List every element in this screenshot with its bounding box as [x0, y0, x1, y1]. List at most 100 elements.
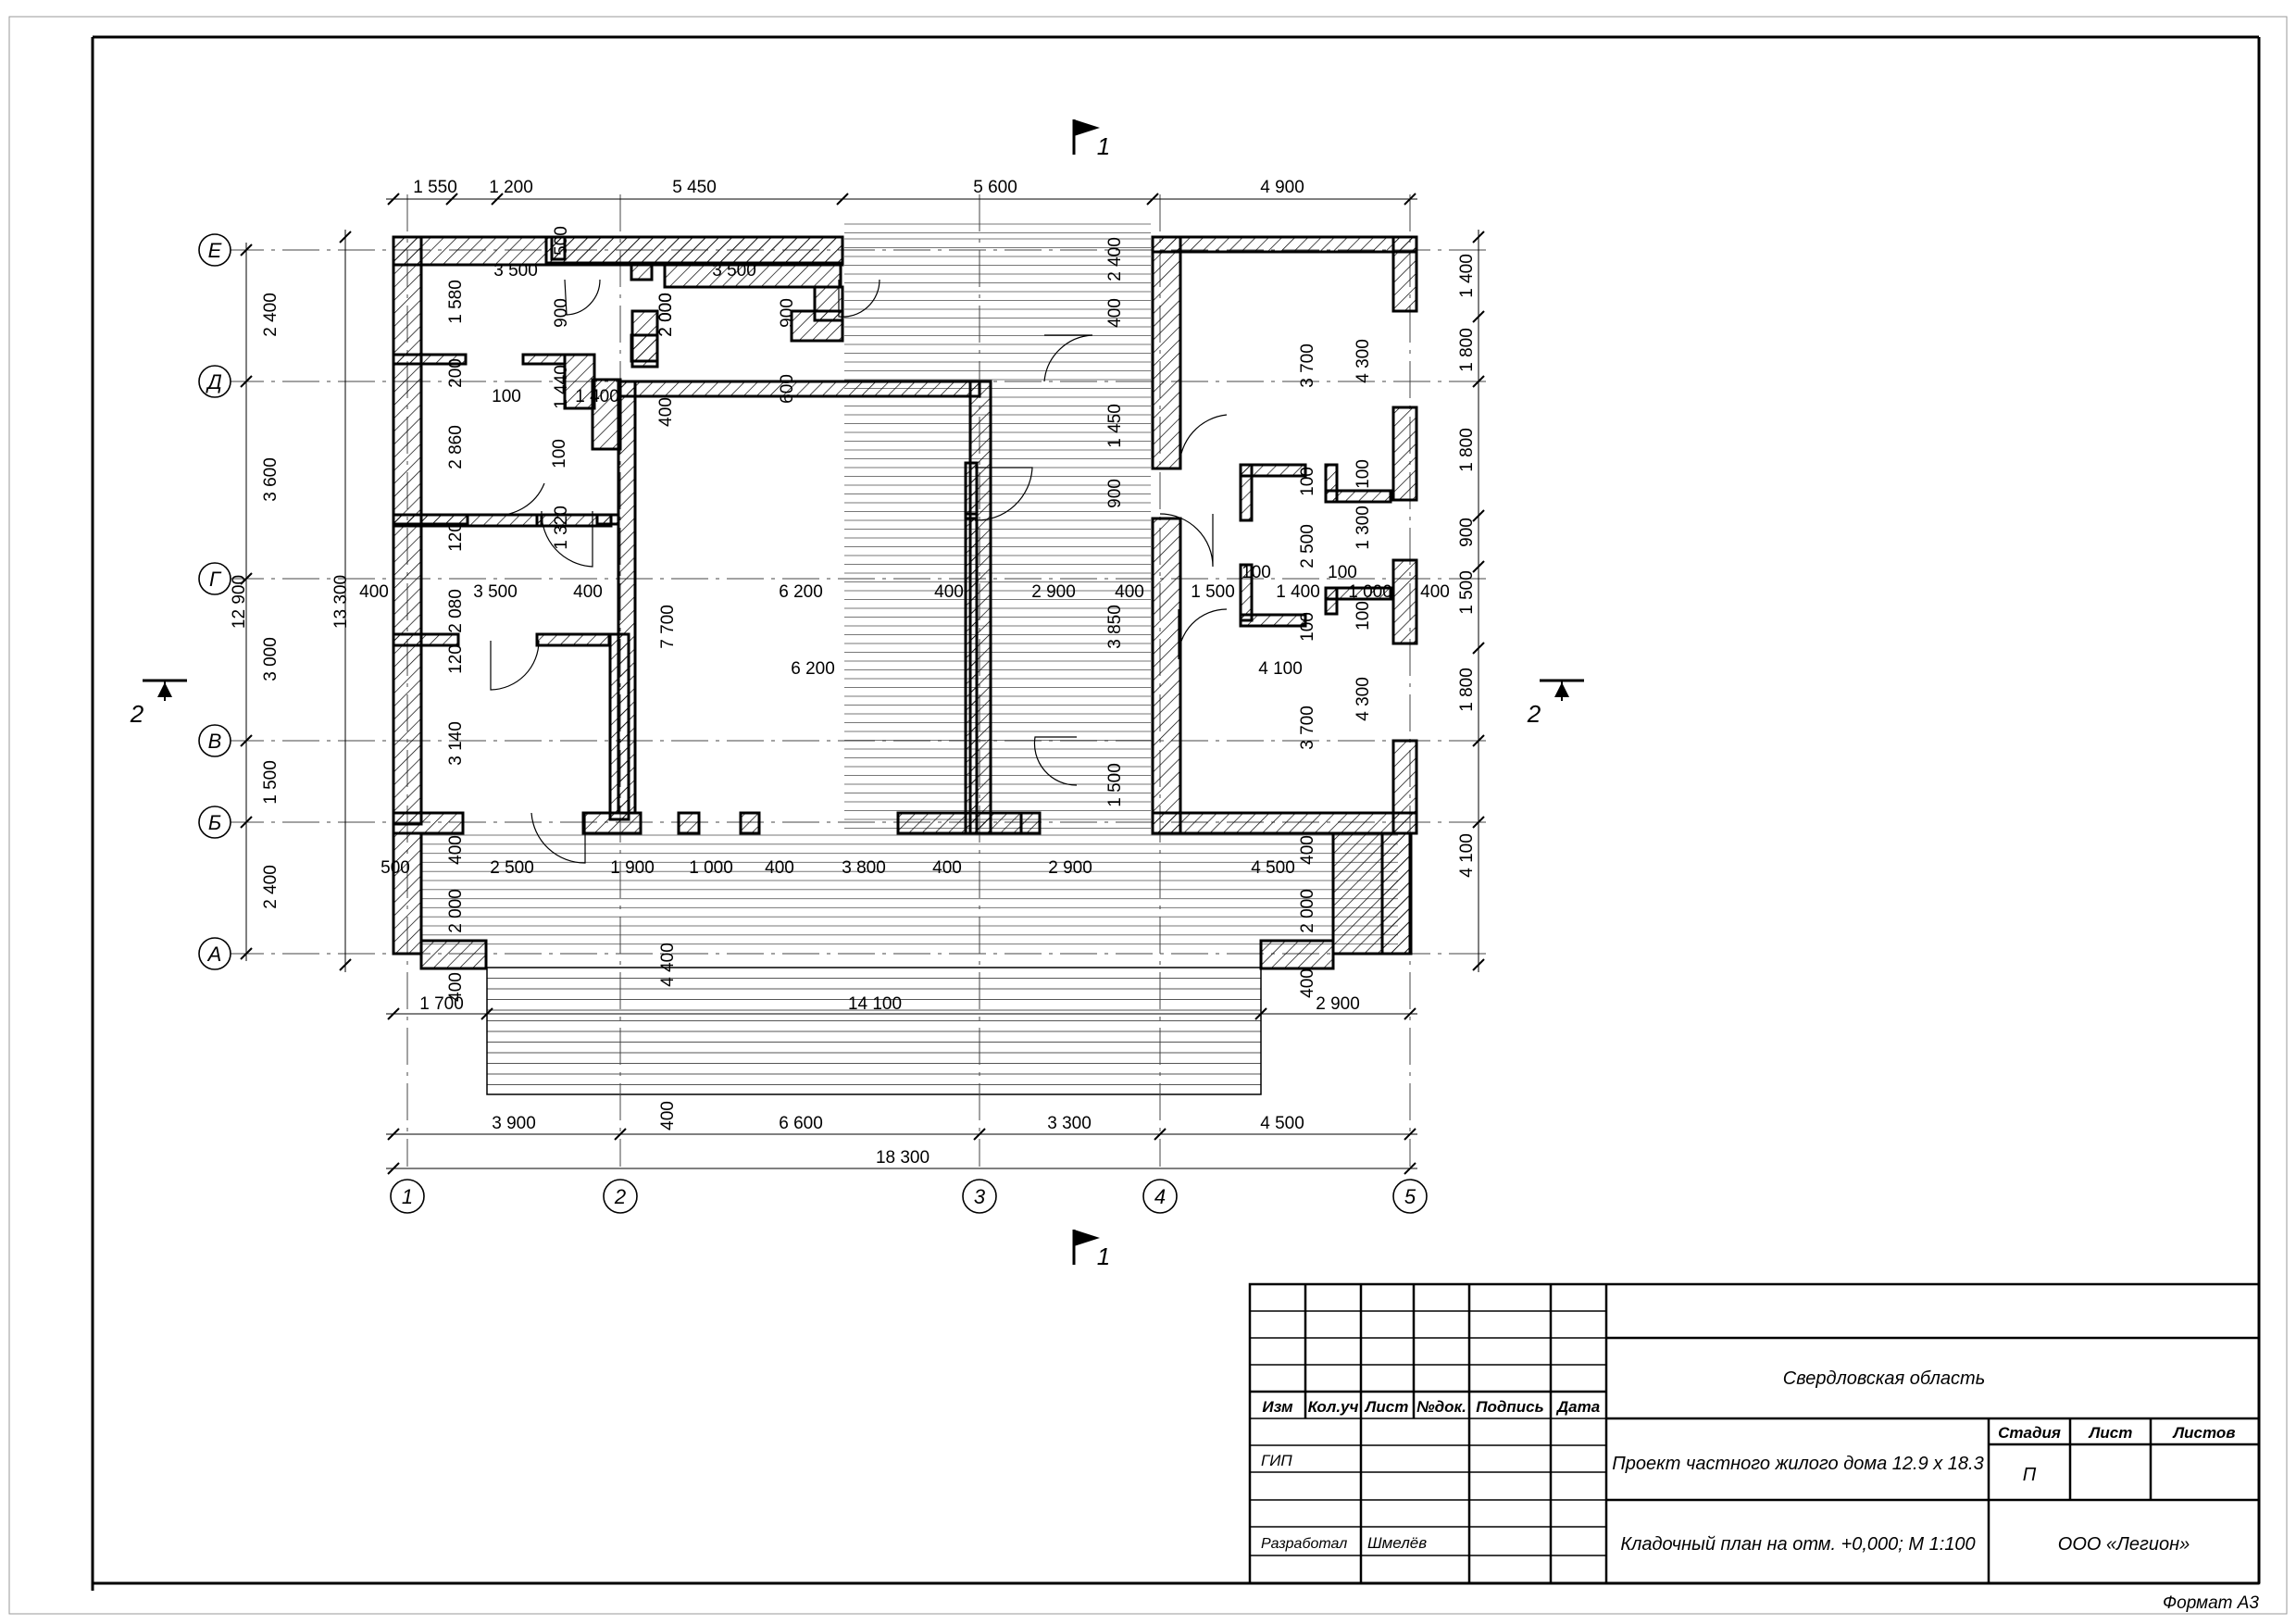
- right-dimension: 1 800: [1457, 428, 1477, 472]
- sheets-label: Листов: [2171, 1424, 2235, 1442]
- right-dimension: 4 100: [1457, 833, 1477, 878]
- inner-dimension: 4 400: [658, 943, 678, 987]
- top-terrace-boards: [844, 223, 1151, 829]
- inner-dimension: 4 300: [1354, 339, 1373, 383]
- inner-dimension: 3 500: [493, 261, 538, 281]
- steps-boards: [486, 967, 1262, 1095]
- grid-row-bubble: [198, 724, 231, 757]
- left-dimension: 3 000: [261, 637, 281, 681]
- dim-tick: [614, 1128, 627, 1141]
- inner-dimension: 2 000: [1298, 889, 1317, 933]
- row-g-dimension: 400: [573, 582, 603, 602]
- company-text: ООО «Легион»: [2058, 1534, 2190, 1555]
- grid-row-bubble: [198, 562, 231, 595]
- inner-dimension: 400: [1298, 835, 1317, 865]
- wall-segment: [535, 632, 611, 647]
- left-total-dimension: 12 900: [230, 575, 249, 629]
- row-g-dimension: 1 000: [1348, 582, 1392, 602]
- dim-tick: [1146, 193, 1159, 206]
- bottom-dimension: 3 900: [492, 1114, 536, 1133]
- wall-segment: [617, 380, 981, 398]
- inner-dimension: 7 700: [658, 605, 678, 649]
- dim-tick: [1472, 734, 1485, 747]
- section-label: 1: [1097, 1243, 1110, 1270]
- inner-dimension: 2 860: [446, 425, 466, 469]
- door-swing: [564, 279, 601, 316]
- inner-dimension: 100: [1354, 459, 1373, 489]
- section-arrow: [1074, 1230, 1100, 1246]
- row-b-dimension: 400: [765, 858, 794, 878]
- inner-dimension: 100: [550, 439, 569, 468]
- inner-dimension: 900: [778, 298, 797, 328]
- inner-dimension: 100: [1298, 467, 1317, 496]
- top-dimension: 1 550: [413, 178, 457, 197]
- region-text: Свердловская область: [1783, 1368, 1985, 1389]
- wall-segment: [1259, 939, 1335, 970]
- wall-segment: [550, 235, 567, 261]
- left-overall-dimension: 13 300: [331, 575, 351, 629]
- inner-dimension: 500: [552, 226, 571, 256]
- stage-label: Стадия: [1998, 1424, 2061, 1442]
- author-name: Шмелёв: [1367, 1534, 1427, 1552]
- bottom-total-dimension: 18 300: [876, 1148, 930, 1168]
- inner-dimension: 3 850: [1105, 605, 1125, 649]
- wall-segment: [1151, 517, 1182, 835]
- inner-dimension: 1 400: [575, 387, 619, 406]
- inner-dimension: 3 700: [1298, 344, 1317, 388]
- dim-tick: [491, 193, 504, 206]
- walls: [392, 235, 1418, 970]
- door-swing: [974, 467, 1033, 521]
- wall-segment: [1380, 831, 1412, 956]
- dim-tick: [387, 1162, 400, 1175]
- bottom-dimension: 4 500: [1260, 1114, 1304, 1133]
- steps-outline: [486, 967, 1262, 1095]
- format-text: Формат А3: [2163, 1593, 2259, 1613]
- left-dimension: 3 600: [261, 457, 281, 502]
- wall-segment: [521, 353, 567, 366]
- wall-segment: [392, 831, 423, 956]
- right-dimension: 1 800: [1457, 328, 1477, 372]
- inner-dimension: 1 500: [1105, 763, 1125, 807]
- top-dimension: 1 200: [489, 178, 533, 197]
- inner-dimension: 4 100: [1258, 659, 1303, 679]
- developed-label: Разработал: [1261, 1536, 1347, 1552]
- section-label: 1: [1097, 132, 1110, 160]
- dim-tick: [1472, 958, 1485, 971]
- top-dimension: 5 450: [672, 178, 717, 197]
- grid-col-bubble: [390, 1179, 425, 1214]
- title-block: [1248, 1282, 2261, 1585]
- grid-col-bubble: [962, 1179, 997, 1214]
- wall-segment: [581, 811, 643, 835]
- grid-row-label: В: [208, 730, 222, 753]
- wall-segment: [975, 811, 1023, 835]
- inner-dimension: 3 500: [712, 261, 756, 281]
- row-g-dimension: 400: [1420, 582, 1450, 602]
- inner-dimension: 1 300: [1354, 506, 1373, 550]
- section-arrow: [1074, 119, 1100, 136]
- wall-segment: [1019, 811, 1042, 835]
- header-kol-uch: Кол.уч: [1308, 1398, 1359, 1416]
- wall-segment: [392, 632, 460, 647]
- inner-dimension: 200: [446, 358, 466, 388]
- dim-tick: [1472, 560, 1485, 573]
- terrace-boards: [421, 223, 1398, 1095]
- inner-dimension: 400: [1298, 968, 1317, 998]
- inner-dimension: 900: [1105, 479, 1125, 508]
- door-swing: [530, 812, 586, 864]
- grid-row-bubble: [198, 937, 231, 970]
- row-b-dimension: 400: [932, 858, 962, 878]
- left-dimension: 1 500: [261, 760, 281, 805]
- dimension-lines: [240, 193, 1485, 1175]
- wall-segment: [1239, 463, 1254, 522]
- row-g-dimension: 400: [359, 582, 389, 602]
- right-dimension: 1 500: [1457, 570, 1477, 615]
- inner-dimension: 1 450: [1105, 404, 1125, 448]
- dim-tick: [1404, 1162, 1416, 1175]
- section-label: 2: [130, 700, 144, 728]
- inner-dimension: 6 200: [791, 659, 835, 679]
- sheet-label: Лист: [2088, 1424, 2133, 1442]
- dim-tick: [1472, 642, 1485, 655]
- inner-dimension: 100: [492, 387, 521, 406]
- dim-tick: [240, 375, 253, 388]
